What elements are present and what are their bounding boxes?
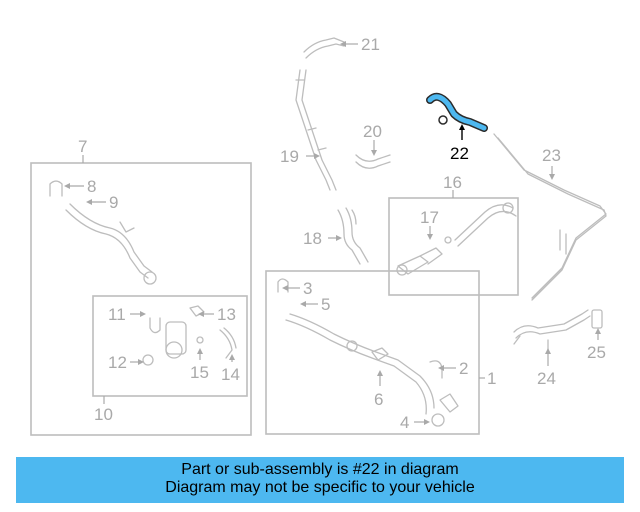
banner-line-part: Part or sub-assembly is #22 in diagram — [181, 461, 459, 478]
callout-6[interactable]: 6 — [374, 390, 383, 409]
part-18-hose — [337, 207, 369, 265]
leader-lines — [64, 41, 601, 425]
callout-10[interactable]: 10 — [94, 405, 113, 424]
callout-16[interactable]: 16 — [443, 173, 462, 192]
callout-22[interactable]: 22 — [450, 144, 469, 163]
callout-13[interactable]: 13 — [217, 305, 236, 324]
callout-14[interactable]: 14 — [221, 365, 240, 384]
part-20-hose — [355, 154, 391, 169]
callout-9[interactable]: 9 — [109, 193, 118, 212]
callout-24[interactable]: 24 — [537, 369, 556, 388]
part-17-valve — [396, 236, 452, 276]
part-23-pipe — [493, 133, 607, 301]
callout-15[interactable]: 15 — [190, 363, 209, 382]
callout-18[interactable]: 18 — [303, 229, 322, 248]
callout-1[interactable]: 1 — [487, 369, 496, 388]
part-1-components — [277, 278, 459, 427]
part-21-hose — [303, 37, 345, 59]
callout-25[interactable]: 25 — [587, 343, 606, 362]
banner-line-disclaimer: Diagram may not be specific to your vehi… — [165, 479, 475, 496]
callout-7[interactable]: 7 — [78, 137, 87, 156]
callout-21[interactable]: 21 — [361, 35, 380, 54]
part-10-components — [142, 305, 237, 366]
callout-17[interactable]: 17 — [420, 208, 439, 227]
part-8-clip — [49, 180, 63, 197]
part-19-pipe — [295, 69, 337, 191]
part-7-hose — [65, 203, 157, 285]
callout-3[interactable]: 3 — [303, 279, 312, 298]
info-banner: Part or sub-assembly is #22 in diagram D… — [16, 457, 624, 503]
callout-5[interactable]: 5 — [321, 295, 330, 314]
part-16-hose — [454, 202, 517, 247]
callout-8[interactable]: 8 — [87, 177, 96, 196]
parts-diagram: 21 20 19 22 23 7 8 9 16 17 18 3 5 11 13 … — [30, 35, 607, 436]
callout-20[interactable]: 20 — [363, 122, 382, 141]
callout-23[interactable]: 23 — [542, 146, 561, 165]
group-box-7 — [30, 162, 252, 436]
part-22-hose — [426, 92, 488, 132]
part-25-fitting — [591, 309, 603, 329]
callout-2[interactable]: 2 — [459, 359, 468, 378]
group-box-10 — [92, 295, 248, 397]
callout-12[interactable]: 12 — [108, 353, 127, 372]
part-24-pipe — [513, 309, 591, 351]
callout-19[interactable]: 19 — [280, 147, 299, 166]
callout-4[interactable]: 4 — [400, 413, 409, 432]
group-box-1 — [265, 270, 480, 435]
callout-11[interactable]: 11 — [108, 305, 126, 324]
